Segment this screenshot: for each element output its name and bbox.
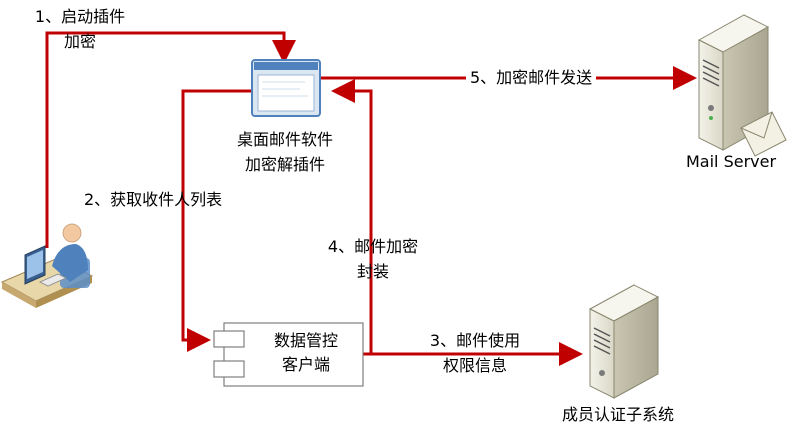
auth-server-icon (588, 284, 660, 399)
client-label-line1: 数据管控 (273, 331, 338, 350)
arrow-step4 (331, 79, 373, 354)
plugin-label: 桌面邮件软件 加密解插件 (210, 130, 360, 175)
client-label-line2: 客户端 (281, 355, 330, 374)
step1-label: 1、启动插件 加密 (5, 7, 155, 52)
mail-server-label: Mail Server (686, 152, 777, 171)
step3-label-line1: 3、邮件使用 (429, 331, 521, 350)
mail-server-icon (697, 14, 787, 157)
step2-label: 2、获取收件人列表 (84, 190, 223, 209)
step3-label-line2: 权限信息 (442, 356, 507, 375)
step1-label-line2: 加密 (63, 32, 96, 51)
application-window-icon (251, 59, 321, 117)
step5-label: 5、加密邮件发送 (466, 68, 597, 88)
step1-label-line1: 1、启动插件 (34, 7, 126, 26)
plugin-label-line1: 桌面邮件软件 (236, 130, 333, 149)
auth-system-label: 成员认证子系统 (562, 405, 675, 424)
arrow-step1 (45, 31, 296, 248)
client-label: 数据管控 客户端 (256, 331, 356, 375)
user-computer-icon (0, 223, 94, 308)
step4-label-line2: 封装 (356, 262, 389, 281)
step3-label: 3、邮件使用 权限信息 (400, 331, 550, 376)
step4-label-line1: 4、邮件加密 (327, 237, 419, 256)
step4-label: 4、邮件加密 封装 (298, 237, 448, 282)
component-box-client (213, 322, 364, 387)
arrow-step2 (181, 89, 252, 352)
plugin-label-line2: 加密解插件 (244, 155, 325, 174)
envelope-icon (740, 111, 787, 157)
